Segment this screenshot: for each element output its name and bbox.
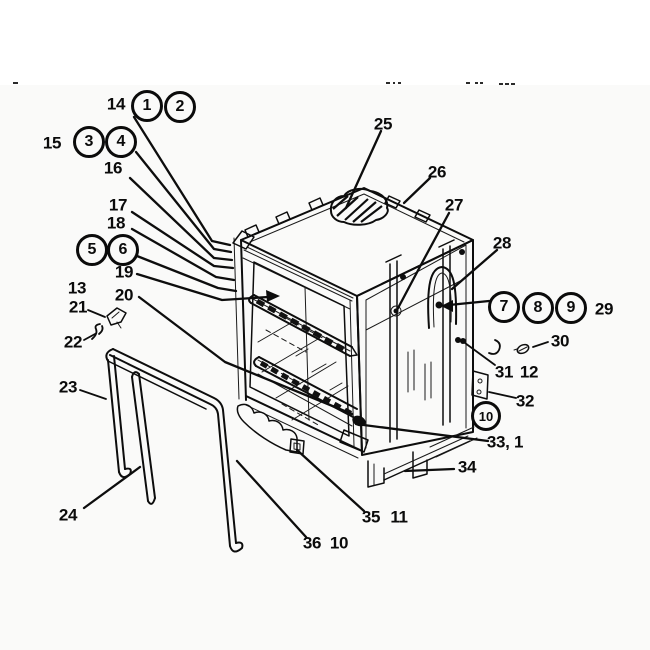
part-label-14: 14 xyxy=(106,94,126,114)
small-parts xyxy=(91,307,530,355)
part-label-15: 15 xyxy=(42,133,62,153)
panel-bolt xyxy=(400,274,406,280)
screw-clip xyxy=(91,323,104,340)
door-seal-strip xyxy=(131,371,156,505)
callout-circle-4-number: 4 xyxy=(116,133,126,150)
part-label-21: 21 xyxy=(68,297,88,317)
leader-7-8-9 xyxy=(447,299,491,307)
callout-circle-10-number: 10 xyxy=(478,408,494,424)
leader-36-10 xyxy=(235,459,308,539)
arrowhead-7-8-9 xyxy=(441,300,453,312)
callout-circle-9-number: 9 xyxy=(566,299,576,316)
mounting-plate xyxy=(471,370,489,400)
arrowhead-19 xyxy=(266,290,280,302)
leader-24 xyxy=(82,465,142,510)
loop-bracket xyxy=(427,266,458,329)
leader-18 xyxy=(130,227,236,282)
leader-17 xyxy=(130,210,235,270)
part-label-12: 12 xyxy=(519,362,539,382)
callout-circle-7-number: 7 xyxy=(499,298,509,315)
gasket-channel xyxy=(105,348,244,553)
leader-14 xyxy=(132,115,232,247)
part-label-34: 34 xyxy=(457,457,477,477)
leader-21 xyxy=(87,309,106,318)
leader-31 xyxy=(464,342,496,366)
leader-15 xyxy=(134,150,233,254)
callout-circle-10: 10 xyxy=(471,401,501,431)
part-label-13: 13 xyxy=(67,278,87,298)
callout-circle-2-number: 2 xyxy=(175,98,185,115)
leader-26 xyxy=(402,176,432,205)
part-label-27: 27 xyxy=(444,195,464,215)
tub-body xyxy=(232,187,489,488)
leader-16 xyxy=(128,176,234,262)
callout-circle-8-number: 8 xyxy=(533,299,543,316)
part-label-19: 19 xyxy=(114,262,134,282)
leader-28 xyxy=(450,248,499,291)
upper-door-rail xyxy=(248,294,358,357)
paper-background xyxy=(0,85,650,650)
callout-circle-9: 9 xyxy=(555,292,587,324)
part-label-25: 25 xyxy=(373,114,393,134)
callout-circle-8: 8 xyxy=(522,292,554,324)
part-label-26: 26 xyxy=(427,162,447,182)
panel-bolt xyxy=(455,337,461,343)
part-label-10: 10 xyxy=(329,533,349,553)
callout-circle-4: 4 xyxy=(105,126,137,158)
part-label-31: 31 xyxy=(494,362,514,382)
part-label-32: 32 xyxy=(515,391,535,411)
leader-19 xyxy=(135,272,270,302)
leader-22 xyxy=(83,333,96,341)
leader-20 xyxy=(137,295,354,416)
vent-hatching xyxy=(332,195,383,223)
leader-35-11 xyxy=(295,448,366,513)
leader-5-6 xyxy=(135,254,238,293)
part-label-17: 17 xyxy=(108,195,128,215)
part-label-35: 35 xyxy=(361,507,381,527)
corner-bracket xyxy=(232,230,255,250)
part-label-33-1: 33, 1 xyxy=(486,432,524,452)
part-label-20: 20 xyxy=(114,285,134,305)
part-label-30: 30 xyxy=(550,331,570,351)
scan-artifact-dashes xyxy=(13,82,515,85)
speed-nut-clip xyxy=(513,343,530,355)
callout-circle-5: 5 xyxy=(76,234,108,266)
part-label-29: 29 xyxy=(594,299,614,319)
leader-30 xyxy=(532,341,549,348)
panel-bolt xyxy=(435,301,443,309)
callout-circle-2: 2 xyxy=(164,91,196,123)
callout-circle-1: 1 xyxy=(131,90,163,122)
door-gasket-assembly xyxy=(105,348,244,553)
base-frame-legs xyxy=(367,426,478,488)
j-hook-clip xyxy=(488,339,501,355)
panel-bolt xyxy=(459,249,465,255)
callout-circle-5-number: 5 xyxy=(87,241,97,258)
part-label-28: 28 xyxy=(492,233,512,253)
vent-cover xyxy=(329,187,389,226)
leader-25 xyxy=(344,129,383,210)
part-label-24: 24 xyxy=(58,505,78,525)
callout-circle-7: 7 xyxy=(488,291,520,323)
leader-27 xyxy=(395,211,451,312)
part-label-16: 16 xyxy=(103,158,123,178)
leader-33-1 xyxy=(354,422,490,443)
callout-circle-3: 3 xyxy=(73,126,105,158)
part-label-22: 22 xyxy=(63,332,83,352)
leader-23 xyxy=(79,389,107,400)
tub-interior xyxy=(257,286,349,427)
callout-circle-1-number: 1 xyxy=(142,97,152,114)
leader-32 xyxy=(488,391,517,399)
part-label-11: 11 xyxy=(390,507,408,527)
part-label-18: 18 xyxy=(106,213,126,233)
callout-circle-3-number: 3 xyxy=(84,133,94,150)
part-label-23: 23 xyxy=(58,377,78,397)
leader-34 xyxy=(403,467,456,473)
part-label-36: 36 xyxy=(302,533,322,553)
strike-keeper xyxy=(106,307,127,329)
leader-lines xyxy=(79,115,549,539)
panel-hole xyxy=(390,305,402,317)
callout-circle-6-number: 6 xyxy=(118,241,128,258)
callout-circle-6: 6 xyxy=(107,234,139,266)
